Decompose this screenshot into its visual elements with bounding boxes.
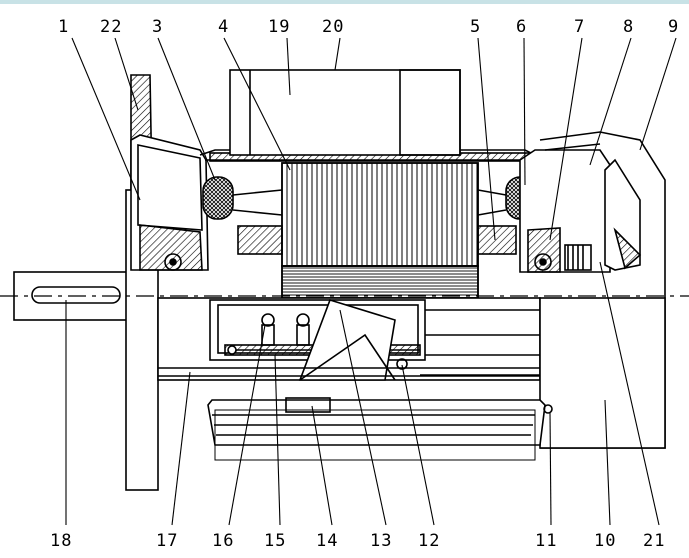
callout-15: 15: [264, 531, 287, 551]
callout-12: 12: [418, 531, 441, 551]
window-top-strip: [0, 0, 689, 4]
cable-gland: [285, 397, 331, 413]
callout-7: 7: [574, 17, 586, 37]
rotor-core: [281, 265, 479, 299]
front-bearing: [164, 253, 182, 271]
motor-foot: [207, 399, 546, 446]
stator-core: [281, 162, 479, 267]
callout-21: 21: [643, 531, 666, 551]
fan-cover-lower: [539, 297, 666, 449]
nameplate-rivet: [543, 404, 553, 414]
callout-17: 17: [156, 531, 179, 551]
callout-11: 11: [535, 531, 558, 551]
shaft-key: [31, 286, 121, 304]
callout-14: 14: [316, 531, 339, 551]
callout-13: 13: [370, 531, 393, 551]
terminal-stud-2: [296, 313, 310, 327]
callout-6: 6: [516, 17, 528, 37]
callout-16: 16: [212, 531, 235, 551]
callout-1: 1: [58, 17, 70, 37]
short-circuit-ring-right: [477, 225, 517, 255]
front-shield-hatch: [139, 224, 203, 271]
fan: [604, 158, 641, 271]
callout-4: 4: [218, 17, 230, 37]
callout-10: 10: [594, 531, 617, 551]
short-circuit-ring-left: [237, 225, 283, 255]
terminal-box: [229, 69, 461, 156]
callout-19: 19: [268, 17, 291, 37]
callout-8: 8: [623, 17, 635, 37]
cable-entry: [298, 299, 396, 381]
earth-screw: [396, 358, 408, 370]
callout-22: 22: [100, 17, 123, 37]
leader-lines: [65, 37, 677, 526]
terminal-stud-1: [261, 313, 275, 327]
rear-bearing: [534, 253, 552, 271]
motor-outline: [0, 69, 689, 491]
callout-9: 9: [668, 17, 680, 37]
callout-3: 3: [152, 17, 164, 37]
cooling-ribs: [420, 309, 540, 376]
callout-18: 18: [50, 531, 73, 551]
end-winding-left: [202, 176, 234, 220]
callout-5: 5: [470, 17, 482, 37]
callout-20: 20: [322, 17, 345, 37]
